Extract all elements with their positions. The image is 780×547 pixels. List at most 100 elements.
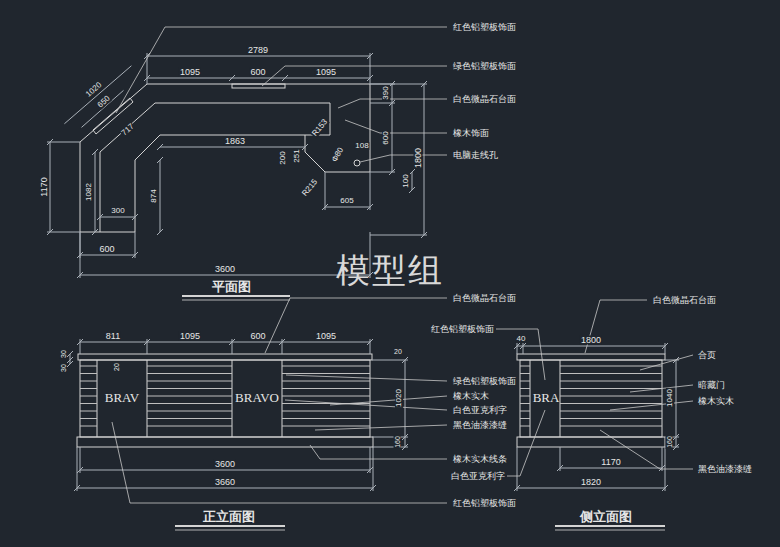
wood-slat bbox=[147, 418, 232, 419]
wood-slat bbox=[80, 403, 97, 404]
material-note: 橡木实木 bbox=[697, 397, 735, 406]
dimension-text: 100 bbox=[402, 173, 410, 188]
extension-line bbox=[80, 232, 81, 278]
extension-line bbox=[47, 232, 80, 233]
wood-slat bbox=[147, 373, 232, 374]
wood-slat bbox=[147, 381, 232, 382]
material-note: 暗藏门 bbox=[697, 381, 726, 390]
panel-divider bbox=[232, 360, 233, 437]
dimension-text: R215 bbox=[300, 177, 320, 198]
wood-slat bbox=[560, 403, 662, 404]
view-title: 平面图 bbox=[211, 280, 252, 293]
extension-line bbox=[370, 447, 371, 473]
material-note: 橡木实木线条 bbox=[452, 455, 508, 464]
wood-slat bbox=[520, 418, 530, 419]
dimension-line bbox=[77, 488, 373, 489]
dimension-line bbox=[424, 84, 425, 235]
extension-line bbox=[560, 447, 561, 471]
leader-line bbox=[496, 329, 545, 380]
material-note: 电脑走线孔 bbox=[452, 151, 499, 160]
wood-slat bbox=[147, 366, 232, 367]
view-title: 侧立面图 bbox=[579, 510, 633, 523]
leader-line bbox=[507, 410, 545, 476]
wood-slat bbox=[560, 411, 662, 412]
cable-hole bbox=[354, 160, 360, 166]
plinth bbox=[77, 437, 373, 447]
panel-divider bbox=[530, 360, 531, 437]
wood-slat bbox=[80, 396, 97, 397]
extension-line bbox=[370, 84, 427, 85]
material-note: 绿色铝塑板饰面 bbox=[452, 377, 517, 386]
wood-slat bbox=[560, 396, 662, 397]
panel-divider bbox=[282, 360, 283, 437]
material-note: 红色铝塑板饰面 bbox=[452, 23, 517, 32]
title-underline bbox=[175, 530, 285, 531]
wood-slat bbox=[560, 388, 662, 389]
leader-line bbox=[345, 120, 447, 133]
leader-line bbox=[360, 155, 447, 162]
dimension-text: 108 bbox=[354, 142, 369, 150]
panel-divider bbox=[97, 360, 98, 437]
wood-slat bbox=[80, 426, 97, 427]
extension-line bbox=[517, 447, 518, 491]
material-note: 橡木实木 bbox=[452, 392, 490, 401]
dimension-text: 1820 bbox=[580, 478, 602, 487]
dimension-text: 40 bbox=[516, 335, 527, 343]
dimension-text: 605 bbox=[339, 197, 354, 205]
material-note: 绿色铝塑板饰面 bbox=[452, 62, 517, 71]
dimension-line bbox=[80, 255, 135, 256]
title-underline bbox=[555, 530, 665, 531]
extension-line bbox=[47, 142, 80, 143]
extension-line bbox=[77, 447, 78, 491]
dimension-text: 300 bbox=[110, 207, 125, 215]
dimension-text: 1020 bbox=[84, 80, 104, 99]
wood-slat bbox=[147, 388, 232, 389]
dimension-text: 600 bbox=[249, 68, 266, 77]
dimension-line bbox=[560, 468, 662, 469]
extension-line bbox=[523, 343, 524, 354]
extension-line bbox=[372, 360, 408, 361]
wood-slat bbox=[560, 426, 662, 427]
material-note: 白色微晶石台面 bbox=[452, 95, 517, 104]
dimension-text: 160 bbox=[666, 435, 673, 449]
dimension-tick bbox=[92, 149, 98, 155]
wood-slat bbox=[80, 366, 97, 367]
dimension-text: 1095 bbox=[315, 332, 337, 341]
wood-slat bbox=[520, 366, 530, 367]
extension-line bbox=[370, 172, 395, 173]
dimension-tick bbox=[132, 214, 138, 220]
title-underline bbox=[555, 525, 665, 527]
leader-line bbox=[265, 298, 447, 353]
wood-slat bbox=[282, 373, 370, 374]
dimension-text: 30 bbox=[60, 363, 67, 373]
dimension-text: 1800 bbox=[414, 147, 423, 169]
wood-slat bbox=[282, 418, 370, 419]
wood-slat bbox=[147, 403, 232, 404]
extension-line bbox=[80, 339, 81, 354]
extension-line bbox=[147, 339, 148, 354]
leader-line bbox=[610, 401, 693, 410]
extension-line bbox=[370, 235, 427, 236]
dimension-line bbox=[405, 360, 406, 447]
wood-slat bbox=[560, 381, 662, 382]
dimension-text: 1170 bbox=[600, 458, 621, 467]
dimension-text: 1095 bbox=[179, 68, 201, 77]
title-underline bbox=[182, 300, 290, 301]
dimension-text: 600 bbox=[98, 245, 115, 254]
dimension-text: 20 bbox=[393, 348, 403, 355]
dimension-text: 874 bbox=[150, 188, 158, 203]
panel-divider bbox=[560, 360, 561, 437]
wood-slat bbox=[282, 388, 370, 389]
dimension-tick bbox=[367, 75, 373, 81]
wood-slat bbox=[80, 418, 97, 419]
leader-line bbox=[112, 422, 447, 503]
material-note: 合页 bbox=[697, 351, 717, 360]
wood-slat bbox=[282, 411, 370, 412]
desk-outline bbox=[80, 84, 370, 232]
green-panel bbox=[232, 84, 285, 88]
dimension-tick bbox=[67, 351, 73, 357]
wood-slat bbox=[80, 411, 97, 412]
wood-slat bbox=[147, 396, 232, 397]
wood-slat bbox=[80, 381, 97, 382]
